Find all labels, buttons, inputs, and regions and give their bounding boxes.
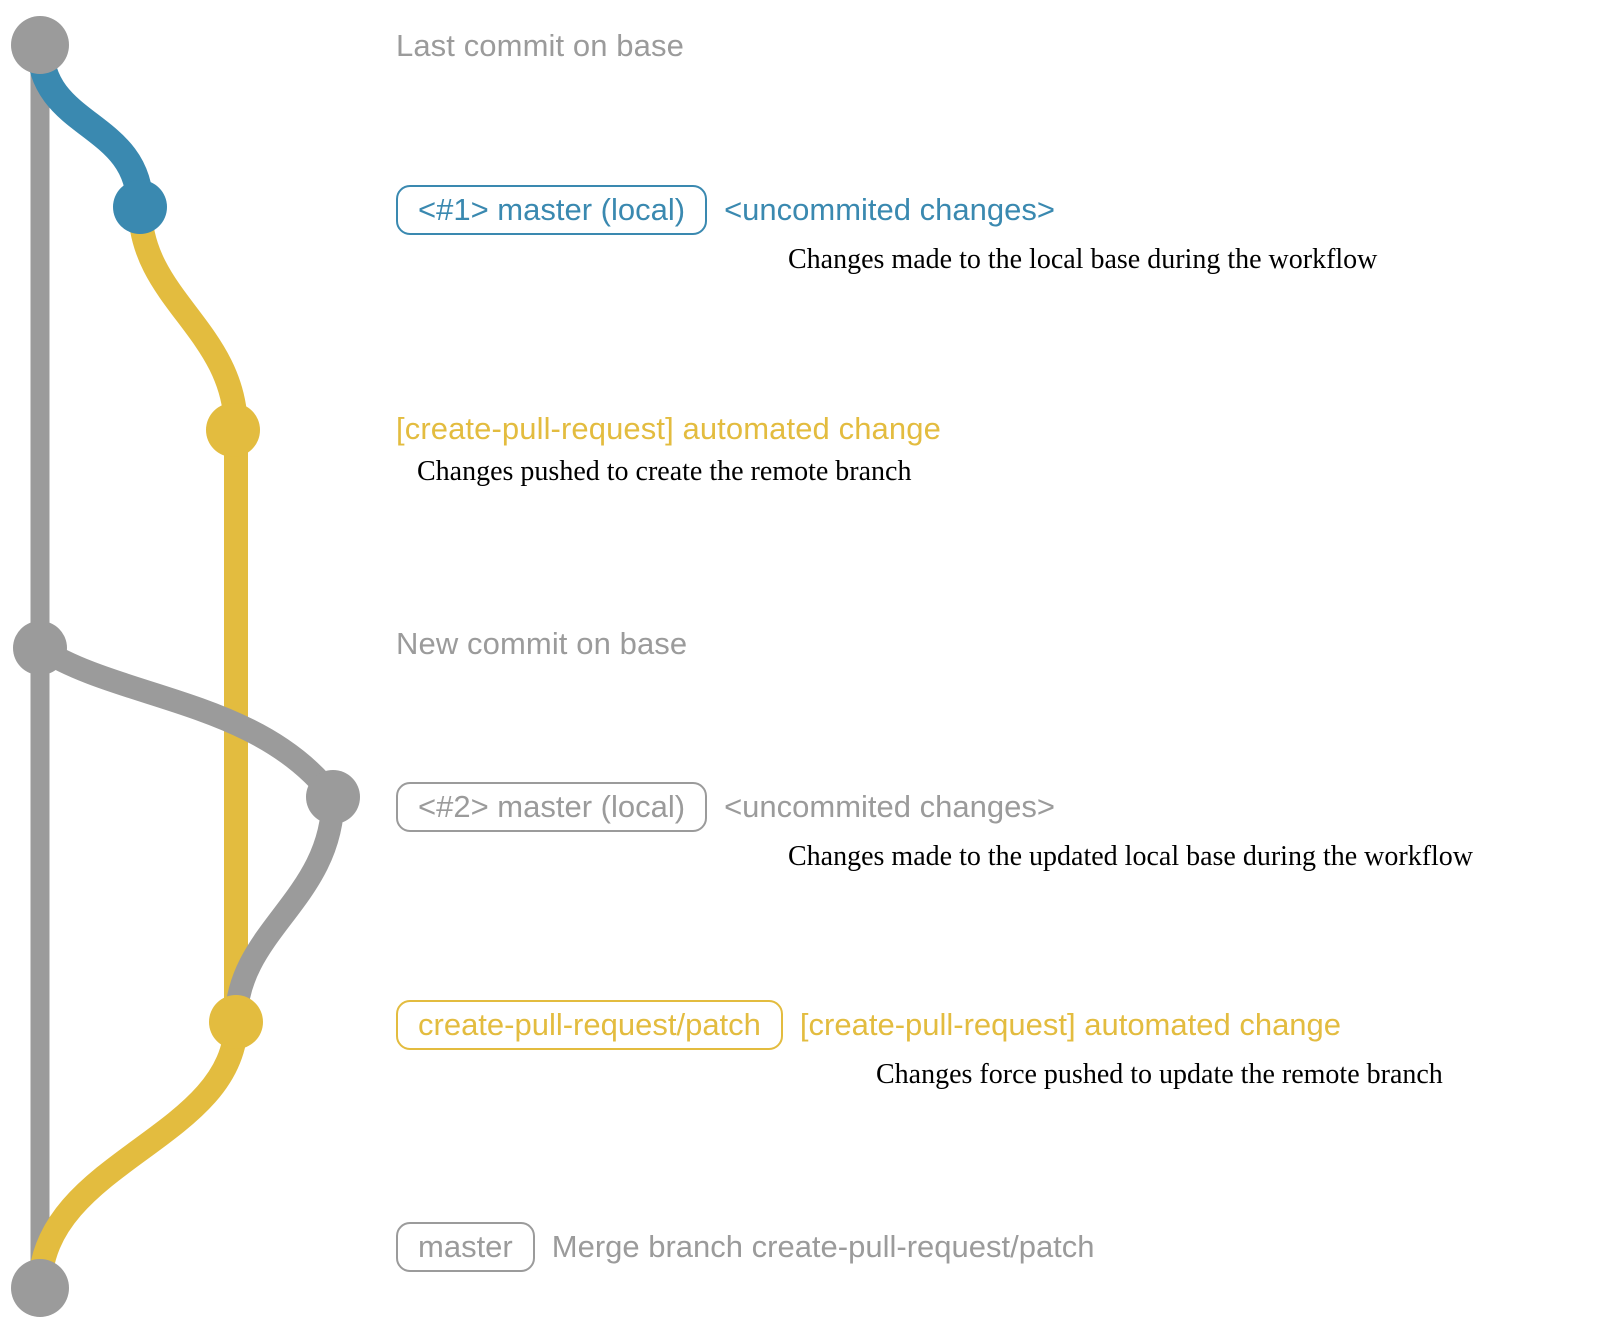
row-automated-1: [create-pull-request] automated change C… (396, 411, 941, 488)
row-local-2-line: <#2> master (local) <uncommited changes> (396, 782, 1473, 832)
row-local-1: <#1> master (local) <uncommited changes>… (396, 185, 1377, 276)
commit-message-local-1: <uncommited changes> (724, 192, 1055, 227)
row-master-line: master Merge branch create-pull-request/… (396, 1222, 1095, 1272)
commit-description-patch: Changes force pushed to update the remot… (876, 1059, 1443, 1090)
branch-badge-patch[interactable]: create-pull-request/patch (396, 1000, 783, 1050)
node-local-uncommitted-2[interactable] (306, 770, 360, 824)
branch-badge-local-2[interactable]: <#2> master (local) (396, 782, 708, 832)
branch-badge-local-1[interactable]: <#1> master (local) (396, 185, 708, 235)
commit-message-new-commit: New commit on base (396, 626, 688, 661)
remote-to-merge-line (28, 1010, 248, 1300)
commit-description-local-1: Changes made to the local base during th… (788, 244, 1378, 275)
branch-badge-local-2-label: <#2> master (local) (418, 788, 686, 824)
node-new-commit-on-base[interactable] (13, 621, 67, 675)
remote-branch-line-yellow-top (128, 195, 248, 442)
commit-message-local-2: <uncommited changes> (724, 789, 1055, 824)
row-last-commit-line: Last commit on base (396, 28, 684, 64)
branch-badge-master-label: master (418, 1228, 513, 1264)
node-automated-change-2[interactable] (209, 995, 263, 1049)
branch-badge-local-1-label: <#1> master (local) (418, 191, 686, 227)
node-last-commit-on-base[interactable] (11, 16, 69, 74)
row-patch: create-pull-request/patch [create-pull-r… (396, 1000, 1443, 1091)
row-last-commit: Last commit on base (396, 28, 684, 64)
commit-description-local-2: Changes made to the updated local base d… (788, 841, 1474, 872)
commit-message-automated-1: [create-pull-request] automated change (396, 411, 941, 446)
row-master: master Merge branch create-pull-request/… (396, 1222, 1095, 1272)
node-automated-change-1[interactable] (206, 403, 260, 457)
base-to-local2-line (28, 636, 345, 809)
branch-badge-master[interactable]: master (396, 1222, 535, 1272)
row-patch-line: create-pull-request/patch [create-pull-r… (396, 1000, 1443, 1050)
commit-message-master: Merge branch create-pull-request/patch (551, 1229, 1095, 1264)
commit-message-patch: [create-pull-request] automated change (799, 1007, 1342, 1042)
row-automated-1-line: [create-pull-request] automated change (396, 411, 941, 447)
local2-to-remote-line (224, 785, 345, 1034)
commit-message-last-commit: Last commit on base (396, 28, 684, 63)
row-local-2: <#2> master (local) <uncommited changes>… (396, 782, 1473, 873)
node-local-uncommitted-1[interactable] (113, 180, 167, 234)
commit-description-automated-1: Changes pushed to create the remote bran… (417, 456, 912, 487)
branch-badge-patch-label: create-pull-request/patch (418, 1006, 761, 1042)
node-merge-commit[interactable] (11, 1259, 69, 1317)
row-local-1-line: <#1> master (local) <uncommited changes> (396, 185, 1377, 235)
row-new-commit-line: New commit on base (396, 626, 687, 662)
row-new-commit: New commit on base (396, 626, 687, 662)
